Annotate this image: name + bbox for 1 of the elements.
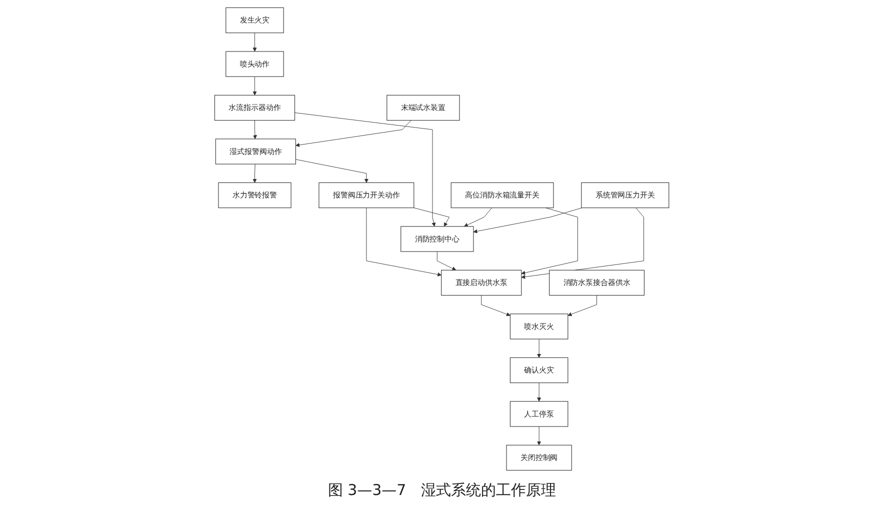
figure-caption: 图 3—3—7 湿式系统的工作原理 xyxy=(328,480,556,501)
